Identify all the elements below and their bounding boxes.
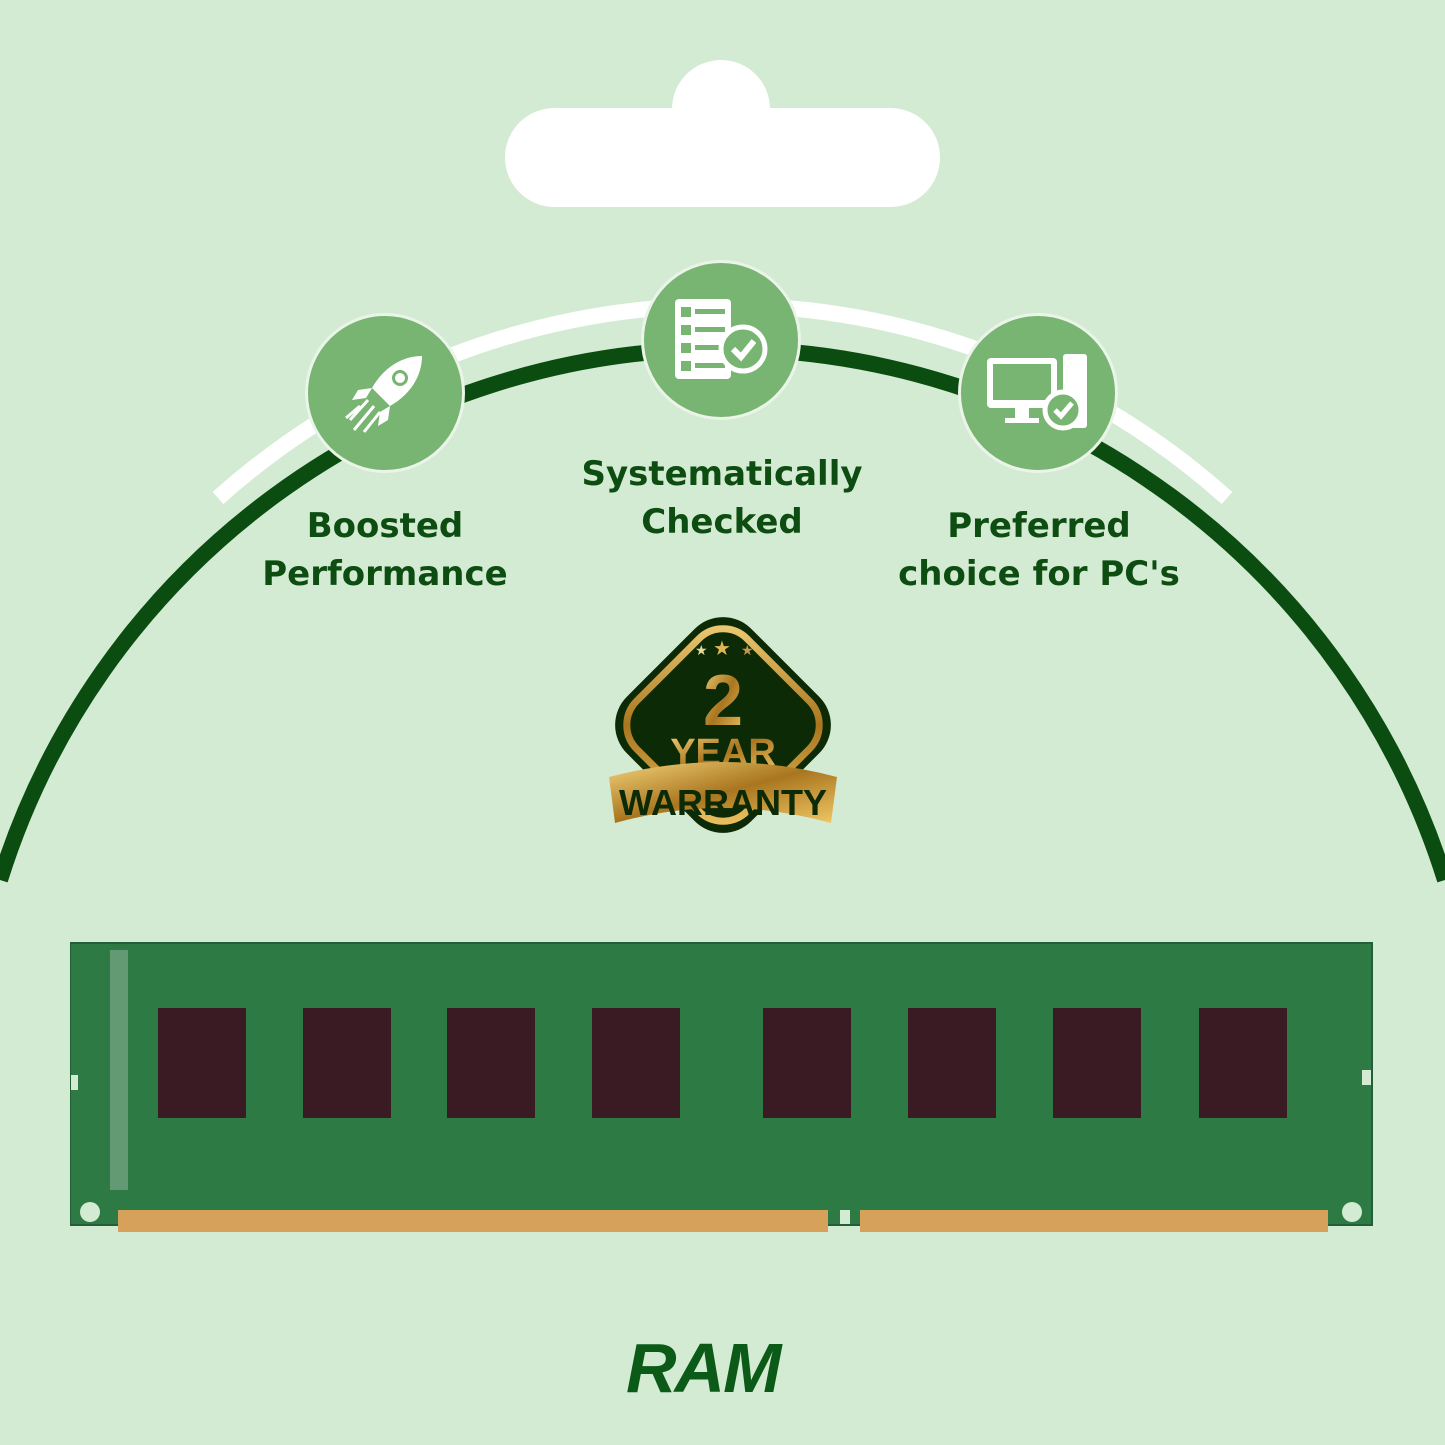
- star-icon: ★: [695, 643, 708, 659]
- feature-label-preferred: Preferred choice for PC's: [859, 502, 1219, 598]
- feature-label-line: Preferred: [947, 506, 1131, 546]
- brand-logo: RAM: [626, 1329, 781, 1407]
- badge-ribbon-text: WARRANTY: [619, 782, 827, 823]
- feature-label-boosted: Boosted Performance: [205, 502, 565, 598]
- feature-label-line: Checked: [641, 502, 803, 542]
- hang-tab: [505, 108, 940, 207]
- feature-circle-checked: [641, 260, 801, 420]
- feature-label-line: Performance: [262, 554, 508, 594]
- warranty-badge: ★ ★ ★ 2 YEAR WARRANTY: [609, 617, 837, 833]
- feature-label-checked: Systematically Checked: [542, 450, 902, 546]
- feature-label-line: Systematically: [581, 454, 863, 494]
- rocket-icon: [345, 356, 422, 433]
- feature-circle-preferred: [958, 313, 1118, 473]
- ram-module-image: [70, 942, 1373, 1232]
- star-icon: ★: [713, 636, 731, 660]
- star-icon: ★: [741, 643, 754, 659]
- badge-number: 2: [703, 661, 743, 741]
- checklist-icon: [675, 299, 768, 379]
- feature-circle-boosted: [305, 313, 465, 473]
- computer-check-icon: [987, 354, 1087, 431]
- feature-label-line: choice for PC's: [898, 554, 1180, 594]
- feature-label-line: Boosted: [306, 506, 464, 546]
